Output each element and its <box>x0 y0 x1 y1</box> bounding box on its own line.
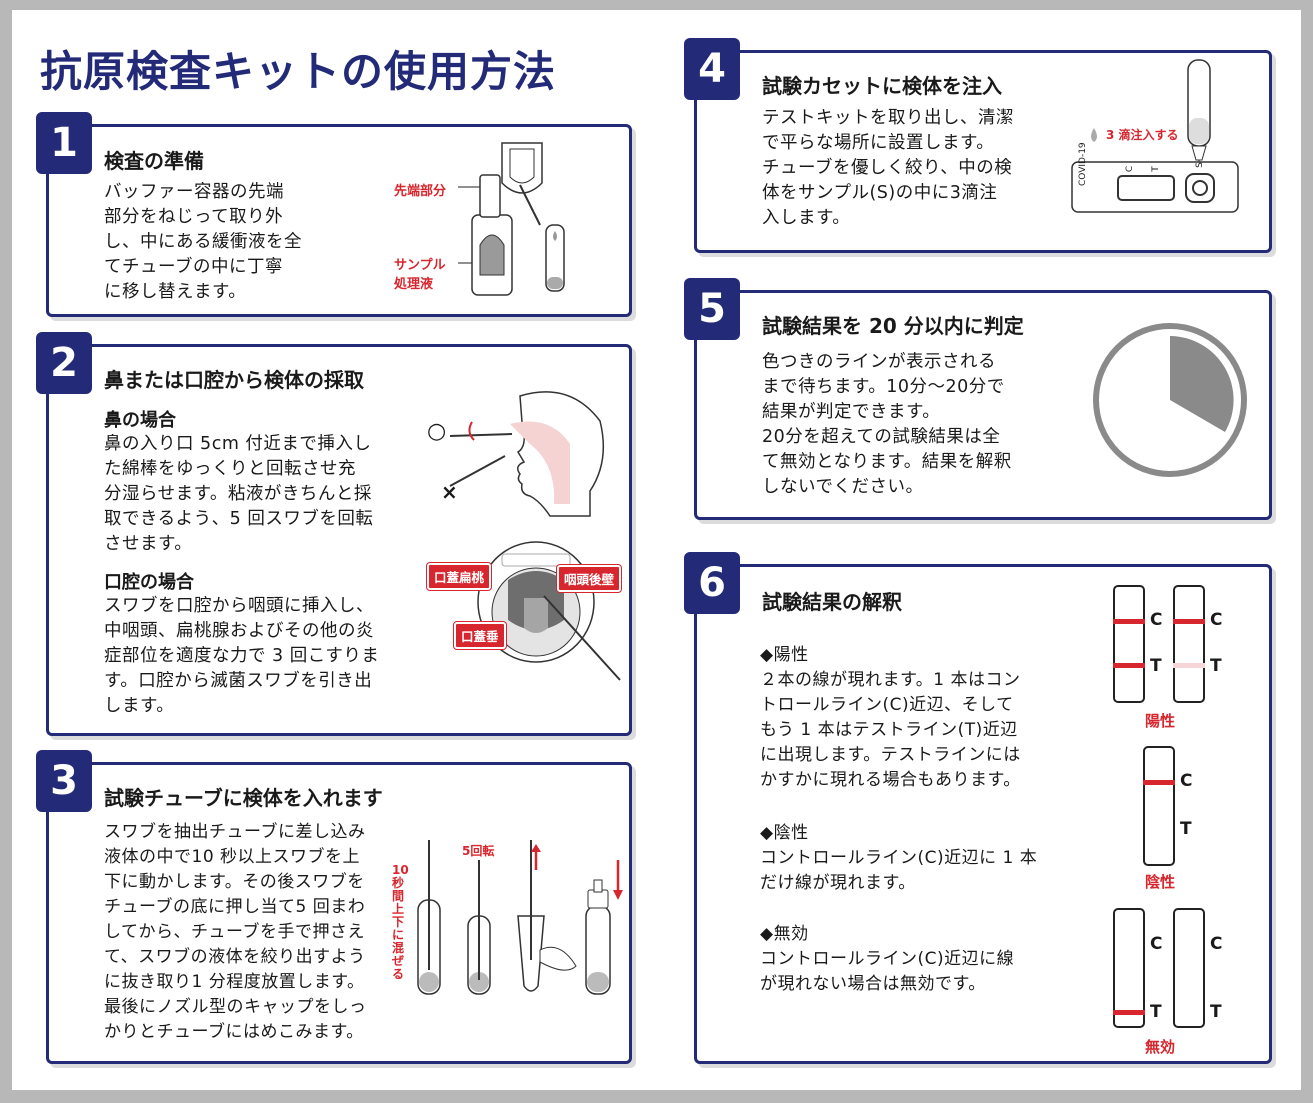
step-3-heading: 試験チューブに検体を入れます <box>104 786 383 810</box>
step-3-text: スワブを抽出チューブに差し込み 液体の中で10 秒以上スワブを上 下に動かします… <box>104 822 367 1042</box>
label-rotate-5: 5回転 <box>462 844 495 858</box>
caption-invalid: 無効 <box>1145 1038 1176 1056</box>
label-tip: 先端部分 <box>394 184 447 199</box>
tube-steps-illustration <box>417 840 623 995</box>
strip-inv1-t: T <box>1150 1002 1162 1022</box>
nose-swab-illustration <box>449 391 605 517</box>
cassette-t-mark: T <box>1150 166 1161 172</box>
strip-inv2-t: T <box>1210 1002 1222 1022</box>
nose-heading: 鼻の場合 <box>104 410 176 431</box>
strip-inv2-c: C <box>1210 934 1223 954</box>
strip-positive-strong <box>1113 585 1145 703</box>
step-5-heading: 試験結果を 20 分以内に判定 <box>762 314 1024 338</box>
step-6-heading: 試験結果の解釈 <box>762 590 902 614</box>
strip-pos2-c: C <box>1210 610 1223 630</box>
step-4-heading: 試験カセットに検体を注入 <box>762 74 1002 98</box>
mouth-illustration <box>477 541 621 681</box>
caption-positive: 陽性 <box>1145 712 1176 730</box>
mouth-heading: 口腔の場合 <box>104 572 194 593</box>
strip-neg-t: T <box>1180 819 1192 839</box>
caption-negative: 陰性 <box>1145 873 1176 891</box>
strip-inv1-c: C <box>1150 934 1163 954</box>
invalid-text: ◆無効 コントロールライン(C)近辺に線 が現れない場合は無効です。 <box>760 924 1015 994</box>
step-5-text: 色つきのラインが表示される まで待ちます。10分〜20分で 結果が判定できます。… <box>762 352 1012 497</box>
strip-invalid-2 <box>1173 908 1205 1028</box>
step-1-text: バッファー容器の先端 部分をねじって取り外 し、中にある緩衝液を全 てチューブの… <box>104 182 302 302</box>
label-mix-10s: 10秒間上下に混ぜる <box>392 863 409 981</box>
positive-text: ◆陽性 ２本の線が現れます。1 本はコン トロールライン(C)近辺、そして もう… <box>760 645 1021 790</box>
tag-uvula: 口蓋垂 <box>454 622 506 649</box>
page-title: 抗原検査キットの使用方法 <box>40 47 557 96</box>
strip-pos2-t: T <box>1210 656 1222 676</box>
step-2-badge: 2 <box>36 332 92 394</box>
cassette-brand: COVID-19 <box>1078 142 1088 186</box>
strip-negative <box>1143 746 1175 866</box>
tag-tonsil: 口蓋扁桃 <box>427 563 492 590</box>
timer-clock-icon <box>1093 323 1247 477</box>
step-3-card <box>46 762 632 1064</box>
strip-pos1-t: T <box>1150 656 1162 676</box>
step-4-text: テストキットを取り出し、清潔 で平らな場所に設置します。 チューブを優しく絞り、… <box>762 108 1014 228</box>
strip-neg-c: C <box>1180 771 1193 791</box>
strip-invalid-1 <box>1113 908 1145 1028</box>
cassette-s-mark: S <box>1194 162 1205 168</box>
step-2-heading: 鼻または口腔から検体の採取 <box>104 368 364 392</box>
step-4-card <box>694 50 1272 253</box>
label-three-drops: 3 滴注入する <box>1106 128 1179 142</box>
label-sample-2: 処理液 <box>394 277 434 292</box>
buffer-container-illustration <box>458 142 565 296</box>
step-6-badge: 6 <box>684 552 740 614</box>
mouth-text: スワブを口腔から咽頭に挿入し、 中咽頭、扁桃腺およびその他の炎 症部位を適度な力… <box>104 596 380 716</box>
strip-positive-faint <box>1173 585 1205 703</box>
label-sample: サンプル <box>394 258 446 273</box>
negative-text: ◆陰性 コントロールライン(C)近辺に 1 本 だけ線が現れます。 <box>760 823 1038 893</box>
step-5-badge: 5 <box>684 278 740 340</box>
tag-pharynx-wall: 咽頭後壁 <box>557 565 622 592</box>
mark-correct: ○ <box>427 419 447 444</box>
cassette-c-mark: C <box>1125 165 1136 173</box>
step-3-badge: 3 <box>36 750 92 812</box>
step-1-badge: 1 <box>36 112 92 174</box>
step-1-heading: 検査の準備 <box>104 149 204 173</box>
cassette-illustration <box>1071 59 1239 213</box>
nose-text: 鼻の入り口 5cm 付近まで挿入し た綿棒をゆっくりと回転させ充 分湿らせます。… <box>104 434 374 554</box>
step-4-badge: 4 <box>684 38 740 100</box>
strip-pos1-c: C <box>1150 610 1163 630</box>
mark-wrong: × <box>441 480 458 504</box>
